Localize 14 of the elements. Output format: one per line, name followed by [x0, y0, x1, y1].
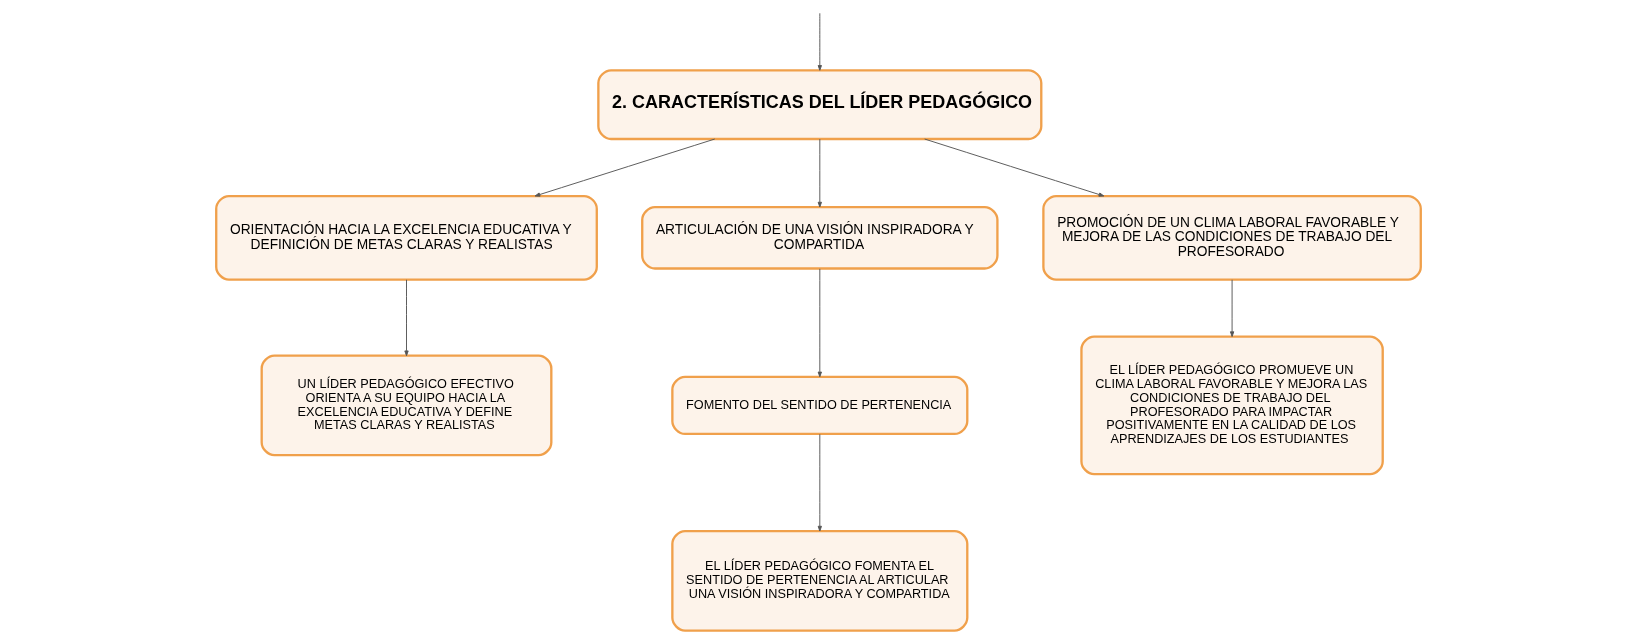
arrow: [817, 433, 822, 532]
node-box: EL LÍDER PEDAGÓGICO PROMUEVE UN CLIMA LABORAL FAVORABLE Y MEJORA LAS CONDICIONES DE TRABAJO DEL PROFESORADO PARA IMPACTAR POSITIVAMENTE EN LA CALIDAD DE LOS APRENDIZAJES DE LOS ESTUDIANTES: [1079, 335, 1384, 476]
arrow: [534, 138, 715, 197]
arrow: [403, 279, 409, 357]
node-box: UN LÍDER PEDAGÓGICO EFECTIVO ORIENTA A SU EQUIPO HACIA LA EXCELENCIA EDUCATIVA Y DEFINE METAS CLARAS Y REALISTAS: [260, 354, 552, 457]
arrow: [923, 138, 1104, 197]
arrow: [1229, 279, 1234, 338]
arrow: [817, 12, 822, 71]
node-box: ARTICULACIÓN DE UNA VISIÓN INSPIRADORA Y COMPARTIDA: [640, 206, 999, 270]
node-box: 2. CARACTERÍSTICAS DEL LÍDER PEDAGÓGICO: [596, 69, 1042, 141]
node-box: EL LÍDER PEDAGÓGICO FOMENTA EL SENTIDO DE PERTENENCIA AL ARTICULAR UNA VISIÓN INSPIRADORA Y COMPARTIDA: [670, 530, 968, 632]
arrow: [817, 138, 822, 208]
node-box: FOMENTO DEL SENTIDO DE PERTENENCIA: [670, 375, 968, 436]
arrow: [817, 268, 822, 378]
